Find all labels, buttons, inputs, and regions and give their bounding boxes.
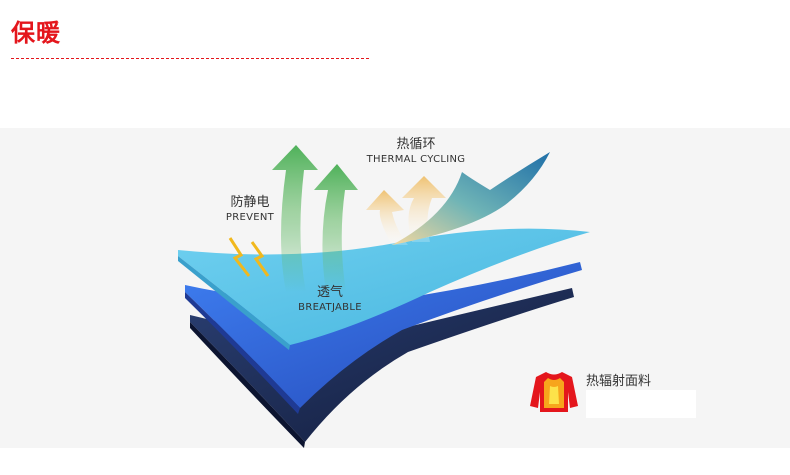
label-breathable-cn: 透气	[316, 285, 343, 300]
bottom-fabric-layer	[190, 288, 574, 448]
middle-fabric-layer	[185, 262, 582, 414]
section-title-divider	[11, 58, 369, 59]
label-thermal-cn: 热循环	[396, 137, 436, 152]
label-antistatic-en: PREVENT	[225, 212, 275, 223]
thermal-swoosh-icon	[392, 152, 550, 245]
thermal-arrow-icon	[366, 176, 446, 245]
top-fabric-layer	[178, 228, 590, 350]
section-title: 保暖	[11, 19, 61, 47]
label-thermal: 热循环 THERMAL CYCLING	[362, 137, 470, 167]
heated-jacket-icon	[530, 372, 578, 412]
label-breathable: 透气 BREATJABLE	[290, 285, 370, 315]
lightning-icon	[228, 237, 270, 277]
label-antistatic: 防静电 PREVENT	[218, 195, 282, 225]
breathable-arrow-icon	[272, 145, 358, 292]
legend-label: 热辐射面料	[586, 374, 652, 389]
legend: 热辐射面料	[528, 368, 698, 420]
label-breathable-en: BREATJABLE	[298, 302, 362, 313]
label-antistatic-cn: 防静电	[230, 195, 270, 210]
legend-box	[586, 390, 696, 418]
label-thermal-en: THERMAL CYCLING	[366, 154, 466, 165]
